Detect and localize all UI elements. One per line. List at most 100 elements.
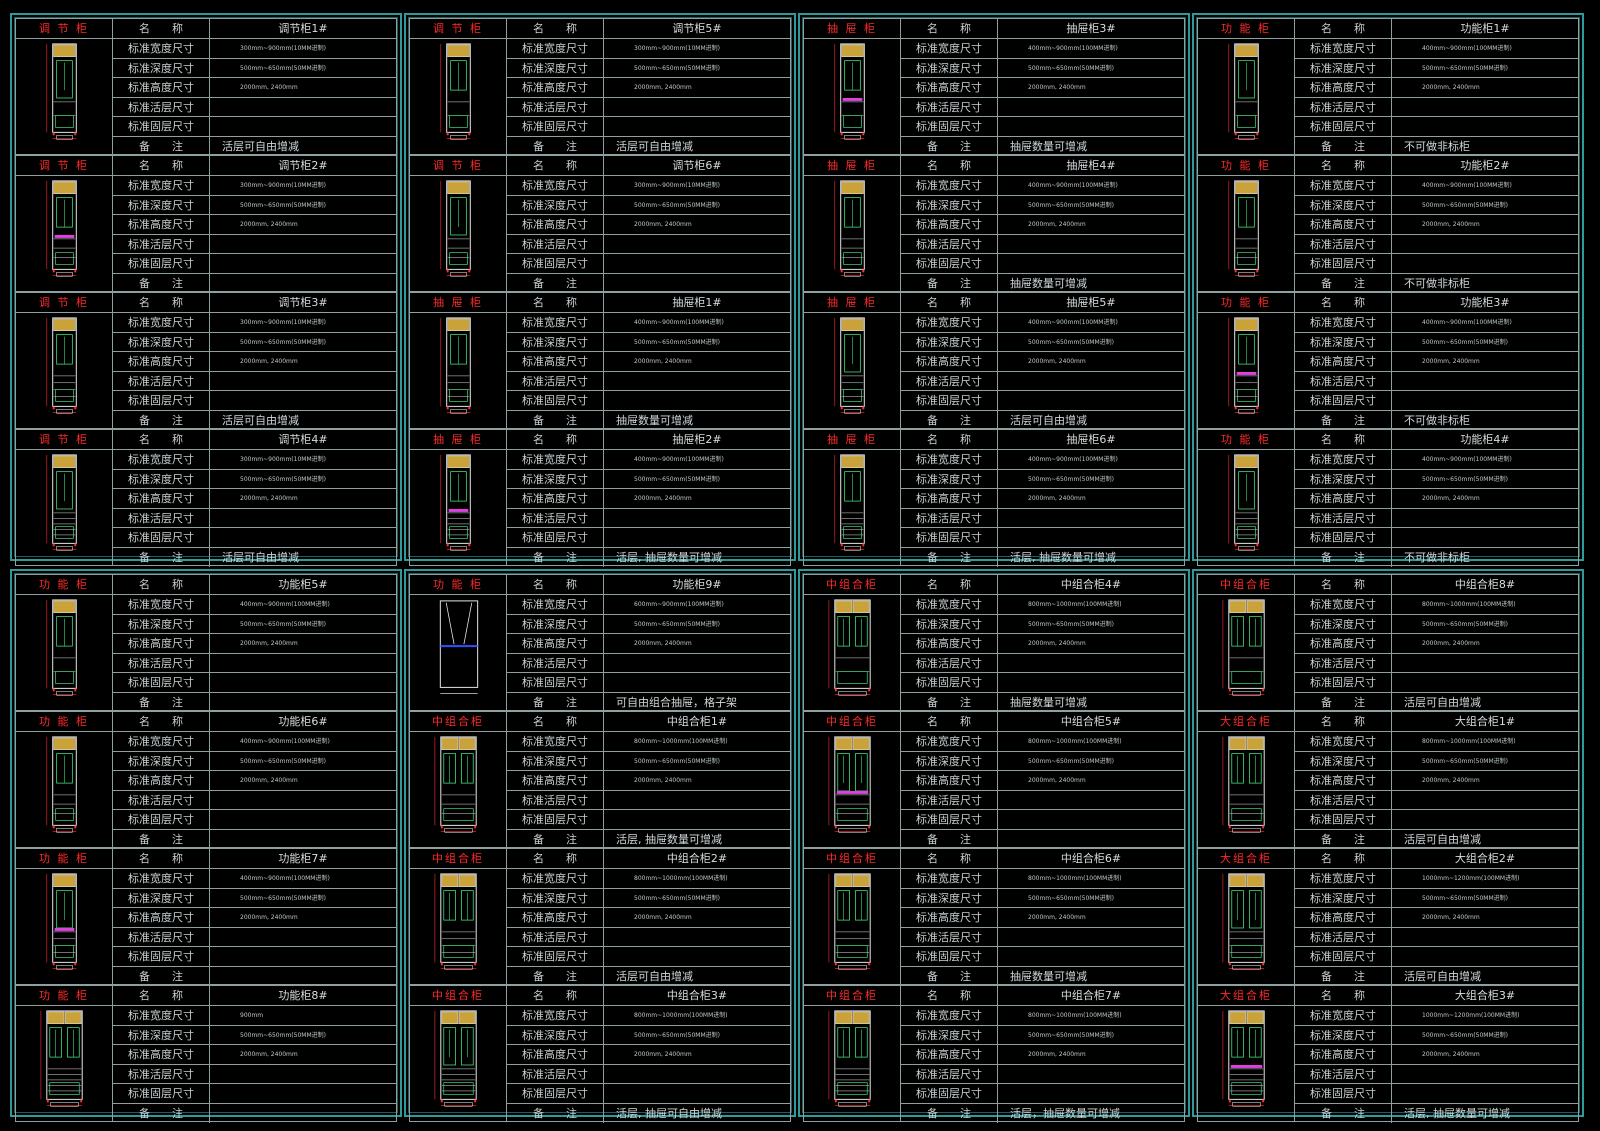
spec-label: 名 称 — [507, 430, 604, 449]
spec-value: 2000mm, 2400mm — [634, 495, 692, 502]
spec-row-active-layer: 标准活层尺寸 — [113, 927, 396, 947]
spec-label: 标准宽度尺寸 — [507, 732, 604, 751]
cabinet-drawing-icon — [1222, 873, 1265, 970]
spec-value: 活层可自由增减 — [1404, 969, 1481, 983]
cabinet-drawing-icon — [46, 599, 77, 696]
spec-value: 2000mm, 2400mm — [1028, 640, 1086, 647]
spec-value: 400mm~900mm(100MM进制) — [634, 456, 724, 463]
spec-label: 备 注 — [1295, 692, 1392, 712]
cabinet-thumbnail — [410, 1006, 507, 1121]
spec-value — [210, 528, 396, 547]
cabinet-thumbnail — [16, 313, 113, 428]
spec-label: 标准固层尺寸 — [507, 528, 604, 547]
spec-label: 标准宽度尺寸 — [1295, 595, 1392, 614]
spec-label: 标准固层尺寸 — [901, 254, 998, 273]
spec-value — [604, 117, 790, 136]
spec-value: 400mm~900mm(100MM进制) — [240, 738, 330, 745]
spec-label: 名 称 — [507, 575, 604, 594]
category-label: 功 能 柜 — [16, 849, 113, 869]
spec-value: 功能柜4# — [1460, 433, 1510, 446]
spec-value — [1392, 509, 1578, 528]
spec-label: 标准活层尺寸 — [901, 1064, 998, 1083]
spec-value: 400mm~900mm(100MM进制) — [1422, 182, 1512, 189]
spec-row-note: 备 注活层, 抽屉数量可增减 — [901, 547, 1184, 567]
spec-label: 标准深度尺寸 — [507, 469, 604, 488]
spec-value: 抽屉数量可增减 — [1010, 276, 1087, 290]
spec-label: 名 称 — [507, 986, 604, 1005]
spec-value — [998, 654, 1184, 673]
spec-row-fixed-layer: 标准固层尺寸 — [901, 391, 1184, 411]
spec-value: 抽屉数量可增减 — [1010, 969, 1087, 983]
spec-value: 500mm~650mm(50MM进制) — [1422, 201, 1508, 209]
spec-value: 800mm~1000mm(100MM进制) — [1028, 1012, 1122, 1019]
spec-row-active-layer: 标准活层尺寸 — [507, 653, 790, 673]
spec-value: 不可做非标柜 — [1404, 413, 1470, 427]
spec-value: 2000mm, 2400mm — [634, 358, 692, 365]
spec-value: 抽屉柜5# — [1066, 296, 1116, 309]
spec-value — [1392, 791, 1578, 810]
category-label: 功 能 柜 — [1198, 430, 1295, 450]
spec-label: 标准活层尺寸 — [507, 927, 604, 946]
category-label: 功 能 柜 — [410, 575, 507, 595]
category-label: 抽 屉 柜 — [804, 430, 901, 450]
spec-label: 备 注 — [901, 829, 998, 849]
spec-label: 标准深度尺寸 — [113, 888, 210, 907]
spec-row-active-layer: 标准活层尺寸 — [507, 234, 790, 254]
cabinet-drawing-icon — [1228, 454, 1259, 551]
spec-row-active-layer: 标准活层尺寸 — [1295, 234, 1578, 254]
spec-label: 标准深度尺寸 — [901, 1025, 998, 1044]
spec-label: 标准固层尺寸 — [507, 947, 604, 966]
spec-label: 标准固层尺寸 — [901, 117, 998, 136]
spec-row-active-layer: 标准活层尺寸 — [901, 508, 1184, 528]
open-frame-cabinet-icon — [439, 600, 479, 694]
spec-value: 活层可自由增减 — [1010, 413, 1087, 427]
spec-row-note: 备 注活层可自由增减 — [1295, 829, 1578, 849]
spec-label: 标准高度尺寸 — [1295, 78, 1392, 97]
cabinet-drawing-icon — [1228, 43, 1259, 140]
cabinet-thumbnail — [804, 869, 901, 984]
spec-value: 抽屉柜4# — [1066, 159, 1116, 172]
cabinet-thumbnail — [1198, 450, 1295, 565]
spec-label: 标准固层尺寸 — [1295, 254, 1392, 273]
spec-label: 标准高度尺寸 — [507, 489, 604, 508]
spec-value — [998, 117, 1184, 136]
spec-row-active-layer: 标准活层尺寸 — [113, 653, 396, 673]
cabinet-thumbnail — [410, 869, 507, 984]
spec-row-name: 名 称功能柜8# — [113, 986, 396, 1006]
spec-value: 300mm~900mm(10MM进制) — [634, 182, 720, 189]
cabinet-drawing-icon — [1222, 599, 1265, 696]
category-label: 调 节 柜 — [16, 156, 113, 176]
spec-label: 标准固层尺寸 — [1295, 947, 1392, 966]
spec-value: 活层可自由增减 — [222, 413, 299, 427]
category-label: 功 能 柜 — [16, 986, 113, 1006]
spec-label: 标准宽度尺寸 — [113, 595, 210, 614]
spec-value — [210, 693, 396, 713]
spec-value: 500mm~650mm(50MM进制) — [1422, 475, 1508, 483]
spec-value — [998, 235, 1184, 254]
category-label: 功 能 柜 — [1198, 156, 1295, 176]
spec-row-active-layer: 标准活层尺寸 — [1295, 508, 1578, 528]
spec-value: 1000mm~1200mm(100MM进制) — [1422, 875, 1520, 882]
